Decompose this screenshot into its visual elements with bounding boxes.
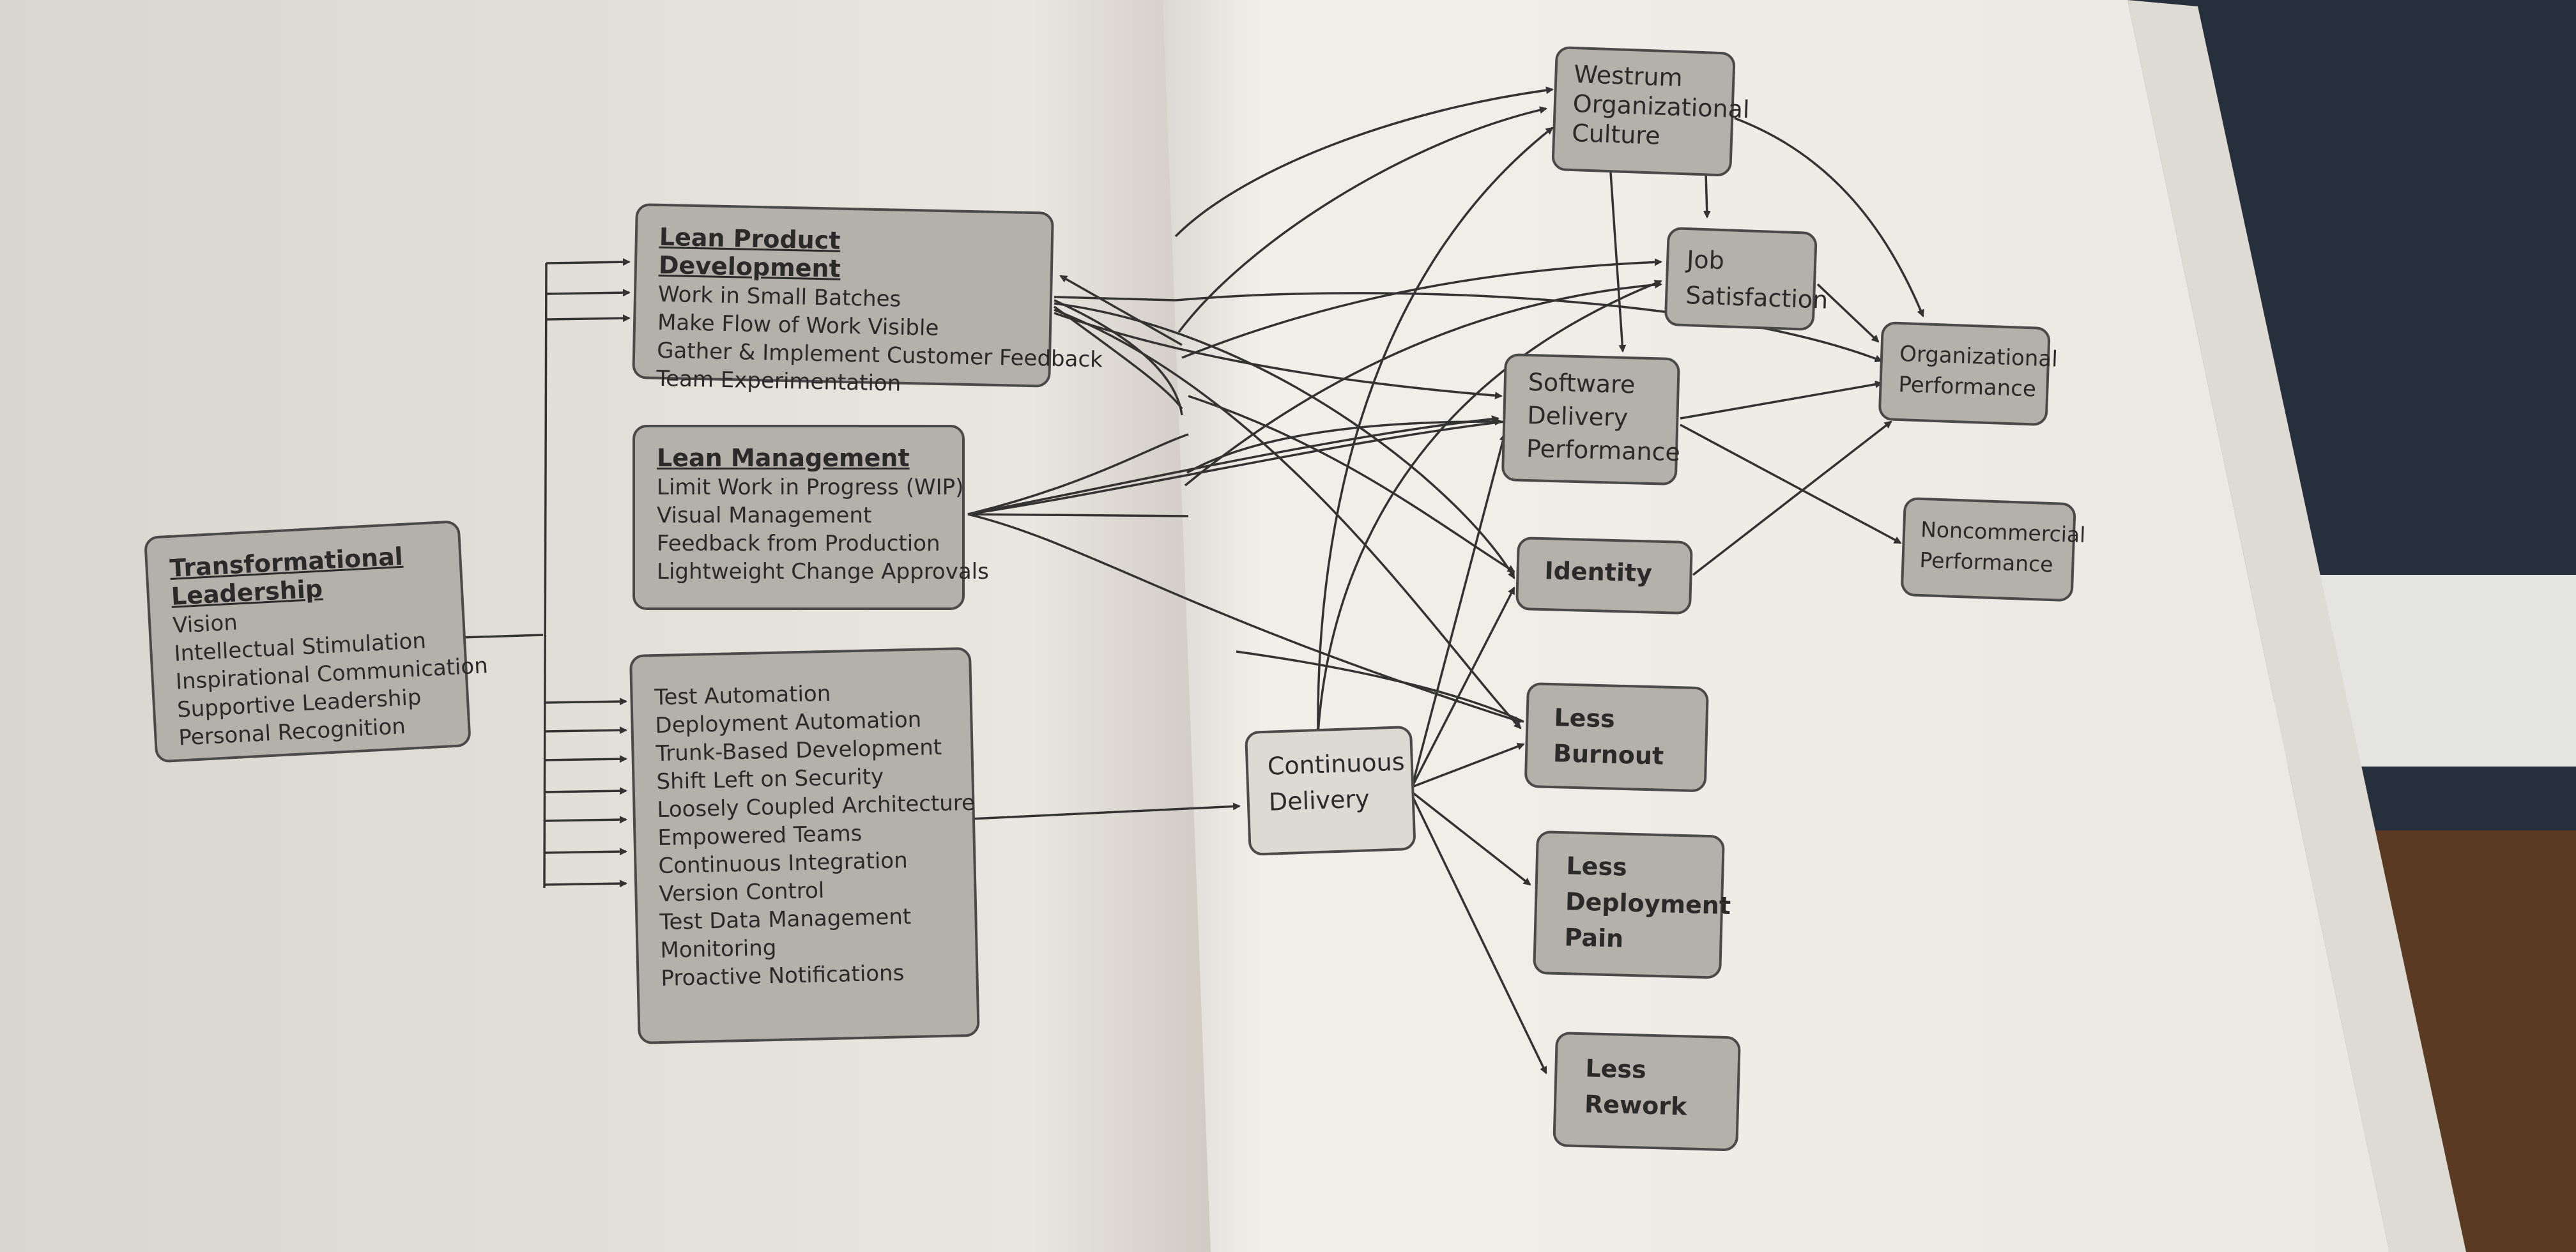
organizational-performance-box: Organizational Performance	[1878, 321, 2058, 427]
less-deployment-pain-box: Less Deployment Pain	[1533, 830, 1731, 979]
list-item: Proactive Notifications	[661, 960, 905, 992]
node-label: Noncommercial	[1920, 516, 2087, 547]
node-label: Delivery	[1526, 401, 1629, 432]
node-label: Westrum	[1573, 60, 1683, 92]
less-rework-box: Less Rework	[1552, 1032, 1741, 1152]
node-label: Software	[1528, 367, 1636, 399]
node-label: Pain	[1564, 923, 1624, 953]
less-burnout-box: Less Burnout	[1524, 682, 1709, 793]
node-label: Performance	[1897, 371, 2037, 402]
list-item: Lightweight Change Approvals	[657, 559, 989, 584]
lean-product-development-box: Lean Product Development Work in Small B…	[632, 203, 1103, 397]
identity-box: Identity	[1515, 537, 1693, 615]
node-label: Organizational	[1899, 341, 2058, 372]
list-item: Visual Management	[657, 503, 872, 528]
list-item: Limit Work in Progress (WIP)	[657, 475, 964, 500]
right-page	[1163, 0, 2389, 1252]
node-label: Satisfaction	[1685, 281, 1828, 314]
continuous-delivery-box: Continuous Delivery	[1245, 725, 1416, 856]
node-label: Performance	[1919, 547, 2054, 577]
noncommercial-performance-box: Noncommercial Performance	[1900, 497, 2087, 602]
lean-management-box: Lean Management Limit Work in Progress (…	[632, 425, 989, 610]
node-label: Less	[1553, 703, 1616, 733]
lean-product-development-title: Lean Product Development	[658, 222, 841, 283]
software-delivery-performance-box: Software Delivery Performance	[1501, 353, 1681, 486]
node-label: Less	[1565, 851, 1628, 882]
node-label: Identity	[1544, 556, 1653, 588]
lean-management-title: Lean Management	[657, 444, 910, 472]
node-label: Culture	[1571, 118, 1661, 150]
node-label: Burnout	[1552, 739, 1664, 770]
node-label: Performance	[1526, 434, 1681, 467]
node-label: Job	[1686, 245, 1725, 275]
node-label: Organizational	[1572, 89, 1751, 124]
node-label: Rework	[1584, 1090, 1687, 1121]
connector-lines-right	[1236, 117, 1924, 1074]
node-label: Delivery	[1268, 784, 1370, 816]
list-item: Feedback from Production	[657, 531, 940, 556]
job-satisfaction-box: Job Satisfaction	[1664, 227, 1828, 332]
connector-lines	[459, 86, 1883, 889]
node-label: Deployment	[1565, 887, 1731, 920]
page-edges	[2128, 0, 2466, 1252]
technical-practices-box: Test Automation Deployment Automation Tr…	[629, 646, 980, 1044]
westrum-culture-box: Westrum Organizational Culture	[1551, 46, 1751, 177]
node-label: Continuous	[1267, 747, 1406, 781]
transformational-leadership-box: Transformational Leadership Vision Intel…	[144, 520, 489, 763]
node-label: Less	[1584, 1054, 1647, 1084]
